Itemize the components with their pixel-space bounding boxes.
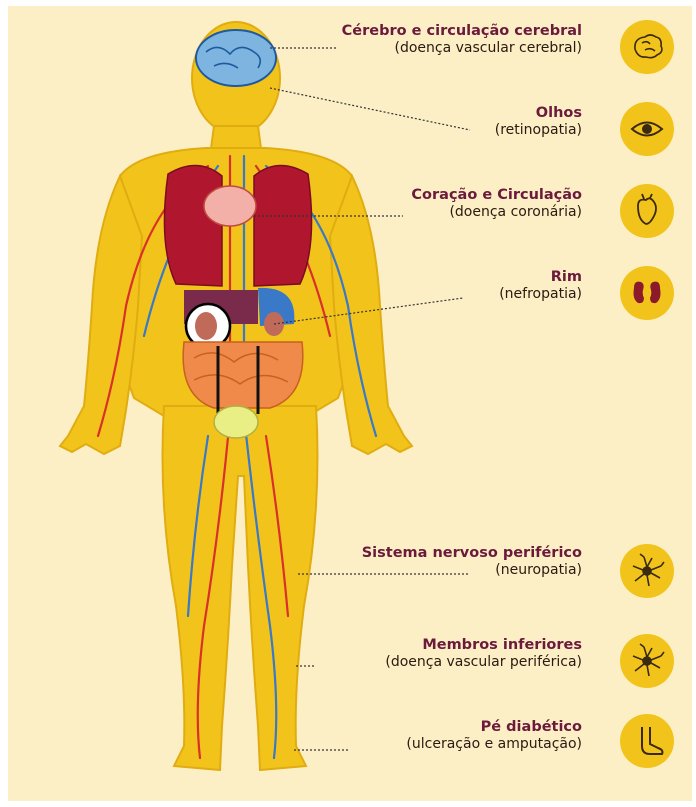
- brain: [196, 30, 276, 86]
- label-title: Sistema nervoso periférico: [362, 544, 582, 562]
- label-eyes: Olhos (retinopatia): [495, 104, 582, 140]
- label-subtitle: (retinopatia): [495, 122, 582, 140]
- human-body-illustration: [8, 6, 692, 801]
- label-title: Coração e Circulação: [411, 186, 582, 204]
- foot-icon: [620, 714, 674, 768]
- label-subtitle: (ulceração e amputação): [406, 736, 582, 754]
- bladder: [214, 406, 258, 438]
- brain-icon: [620, 20, 674, 74]
- label-subtitle: (doença vascular periférica): [385, 654, 582, 672]
- label-kidney: Rim (nefropatia): [499, 268, 582, 304]
- label-nerves: Sistema nervoso periférico (neuropatia): [362, 544, 582, 580]
- label-title: Pé diabético: [406, 718, 582, 736]
- kidney-icon: [620, 266, 674, 320]
- heart-icon: [620, 184, 674, 238]
- intestines: [183, 342, 303, 408]
- diagram-panel: Cérebro e circulação cerebral (doença va…: [8, 6, 692, 801]
- heart: [204, 186, 256, 226]
- neuron-icon: [620, 634, 674, 688]
- eye-icon: [620, 102, 674, 156]
- label-subtitle: (doença coronária): [411, 204, 582, 222]
- label-limbs: Membros inferiores (doença vascular peri…: [385, 636, 582, 672]
- neuron-icon: [620, 544, 674, 598]
- label-heart: Coração e Circulação (doença coronária): [411, 186, 582, 222]
- label-title: Rim: [499, 268, 582, 286]
- label-title: Membros inferiores: [385, 636, 582, 654]
- label-subtitle: (neuropatia): [362, 562, 582, 580]
- label-title: Cérebro e circulação cerebral: [342, 22, 582, 40]
- label-foot: Pé diabético (ulceração e amputação): [406, 718, 582, 754]
- label-subtitle: (nefropatia): [499, 286, 582, 304]
- label-title: Olhos: [495, 104, 582, 122]
- label-subtitle: (doença vascular cerebral): [342, 40, 582, 58]
- label-brain: Cérebro e circulação cerebral (doença va…: [342, 22, 582, 58]
